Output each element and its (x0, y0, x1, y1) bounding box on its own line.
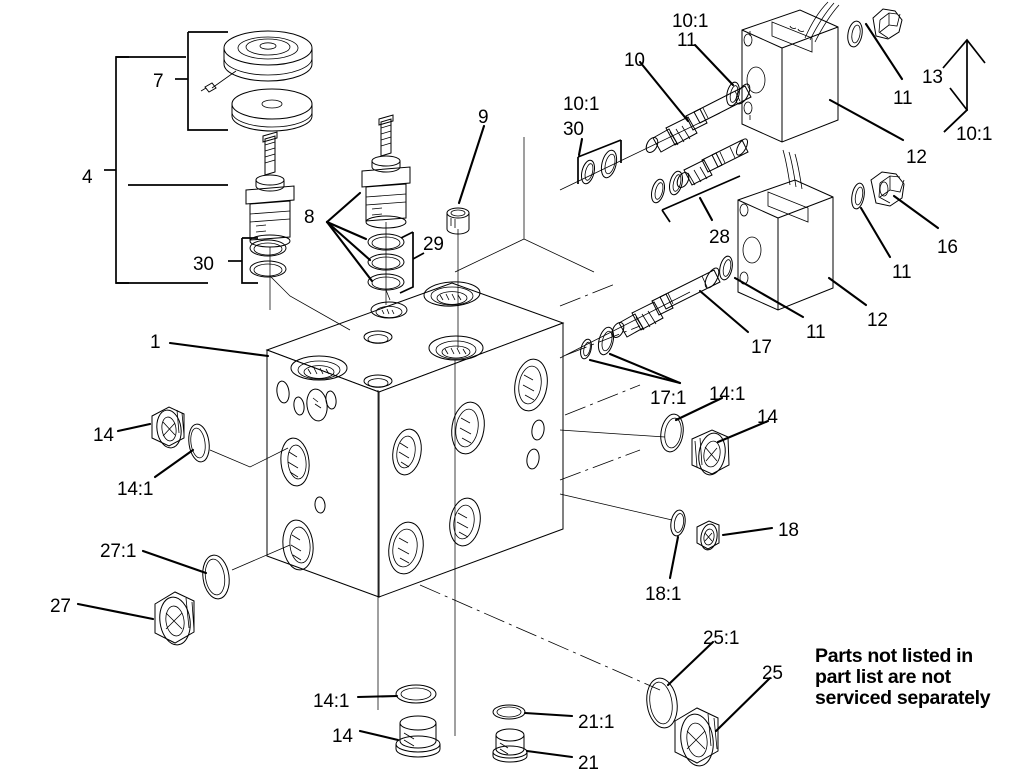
service-note-line-3: serviced separately (815, 687, 991, 710)
part-10-cartridge-upper (645, 83, 752, 153)
part-25-plug (674, 707, 719, 767)
centerline-cartridge-10 (559, 112, 721, 191)
callout-12-b: 12 (906, 147, 927, 168)
callout-29: 29 (423, 234, 444, 255)
part-30-oring-kit-left (249, 239, 287, 278)
leader-29-down (385, 289, 391, 301)
leader-lines (76, 22, 986, 759)
centerline-27 (231, 544, 291, 571)
part-27-plug (154, 591, 195, 646)
callout-7: 7 (153, 71, 164, 92)
phantom-reference-lines (419, 137, 661, 691)
callout-18: 18 (778, 520, 799, 541)
callout-14-a: 14 (93, 425, 114, 446)
callout-18-1: 18:1 (645, 584, 682, 605)
callout-10-1-b: 10:1 (563, 94, 600, 115)
callout-12-a: 12 (867, 310, 888, 331)
service-note: Parts not listed in part list are not se… (815, 645, 1010, 710)
callout-4: 4 (82, 167, 93, 188)
callout-14-1-a: 14:1 (117, 479, 154, 500)
service-note-line-1: Parts not listed in (815, 645, 973, 667)
callout-14-c: 14 (757, 407, 778, 428)
callout-25-1: 25:1 (703, 628, 740, 649)
assembly-centerlines (269, 222, 459, 736)
part-28-cartridge-kit (650, 138, 749, 204)
callout-21: 21 (578, 753, 599, 774)
part-13-hex-nut-upper (872, 8, 903, 40)
callout-11-d: 11 (893, 88, 913, 109)
callout-9: 9 (478, 107, 489, 128)
part-18-1-oring (670, 509, 686, 537)
callout-14-b: 14 (332, 726, 353, 747)
part-11-oring-coil-lower (851, 182, 865, 210)
callout-1: 1 (150, 332, 161, 353)
callout-13: 13 (922, 67, 943, 88)
callout-27-1: 27:1 (100, 541, 137, 562)
callout-10-1-c: 10:1 (956, 124, 993, 145)
part-21-1-oring (492, 704, 526, 720)
callout-28: 28 (709, 227, 730, 248)
callout-30-b: 30 (563, 119, 584, 140)
part-17-cartridge-lower (611, 267, 721, 338)
centerline-18 (559, 493, 673, 521)
part-18-plug (696, 520, 720, 551)
callout-14-1-b: 14:1 (313, 691, 350, 712)
callout-14-1-c: 14:1 (709, 384, 746, 405)
callout-16: 16 (937, 237, 958, 258)
centerline-14-left (209, 447, 289, 468)
part-7-coil-cap (200, 30, 313, 132)
callout-11-c: 11 (677, 30, 697, 51)
part-14-1-oring-left (188, 423, 210, 463)
part-14-plug-bottom (395, 715, 441, 758)
centerline-14-right (559, 429, 666, 438)
part-1-valve-manifold-body (265, 281, 565, 598)
callout-11-a: 11 (806, 322, 826, 343)
part-14-plug-left (151, 406, 185, 449)
callout-11-b: 11 (892, 262, 912, 283)
part-12-solenoid-coil-upper (741, 1, 840, 143)
centerline-cartridge-17 (559, 291, 691, 359)
part-21-plug (492, 728, 528, 763)
part-17-1-oring-pair (580, 326, 615, 360)
leader-30-left (269, 275, 351, 331)
service-note-line-2: part list are not (815, 666, 951, 689)
callout-17-1: 17:1 (650, 388, 687, 409)
callout-10: 10 (624, 50, 645, 71)
part-14-plug-right (691, 429, 730, 476)
callout-17: 17 (751, 337, 772, 358)
callout-27: 27 (50, 596, 71, 617)
part-14-1-oring-right (660, 413, 684, 453)
callout-8: 8 (304, 207, 315, 228)
callout-10-1-a: 10:1 (672, 11, 709, 32)
callout-21-1: 21:1 (578, 712, 615, 733)
part-8-cartridge-right (361, 114, 411, 229)
part-11-oring-cartridge-lower (719, 255, 733, 281)
part-11-oring-upper (847, 20, 863, 48)
part-8-cartridge-left (245, 131, 295, 248)
part-25-1-oring (646, 677, 678, 729)
part-12-solenoid-coil-lower (737, 149, 834, 311)
part-14-1-oring-bottom (395, 684, 437, 704)
part-27-1-oring (202, 554, 230, 600)
part-11-oring-cartridge-upper (726, 81, 740, 107)
callout-30-a: 30 (193, 254, 214, 275)
callout-25: 25 (762, 663, 783, 684)
